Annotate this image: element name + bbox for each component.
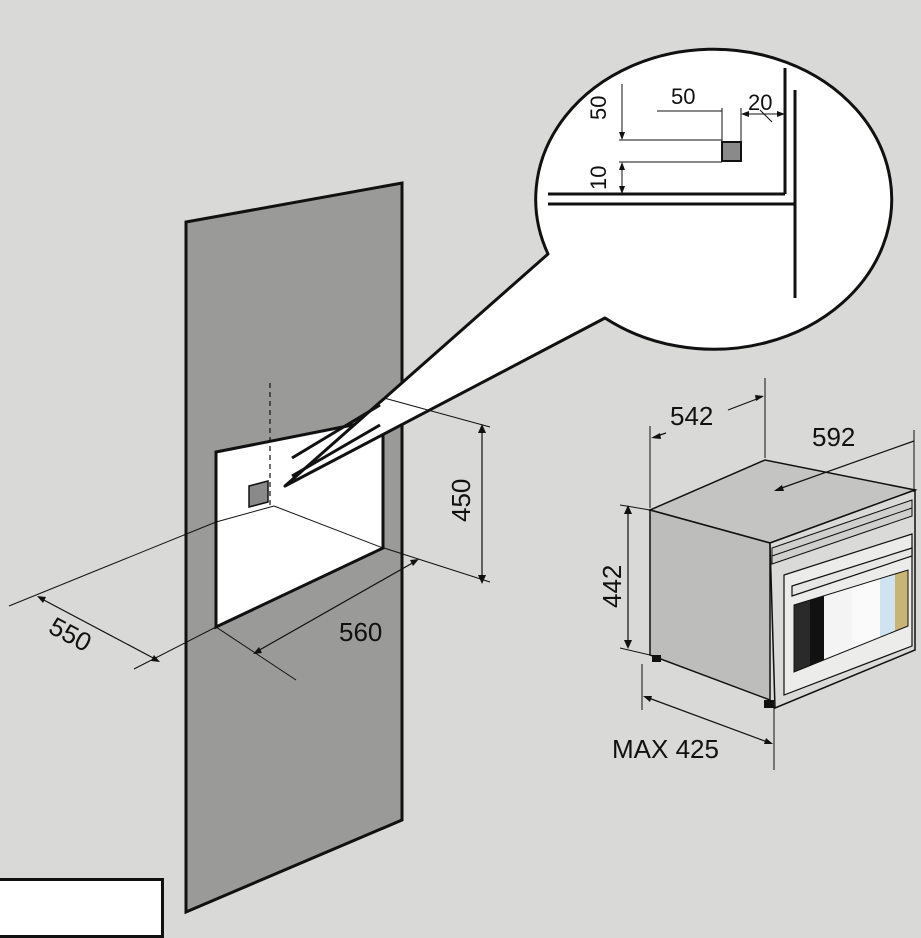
oven-dim-max-425: MAX 425 xyxy=(612,734,719,764)
niche-dim-560: 560 xyxy=(339,617,382,647)
oven-dimensions xyxy=(619,378,915,770)
oven-dim-592: 592 xyxy=(812,422,855,452)
niche-dim-550: 550 xyxy=(44,611,96,658)
niche-opening xyxy=(214,383,385,630)
detail-dim-20: 20 xyxy=(748,90,772,115)
label-box xyxy=(0,878,164,938)
oven-dim-542: 542 xyxy=(670,401,713,431)
detail-dim-50-horizontal: 50 xyxy=(671,84,695,109)
oven xyxy=(647,459,918,710)
detail-callout: 50 10 50 20 xyxy=(283,47,894,488)
detail-dim-50-vertical: 50 xyxy=(586,96,611,120)
socket-square xyxy=(721,141,742,162)
oven-dim-442: 442 xyxy=(597,565,627,608)
detail-drawing xyxy=(548,68,797,298)
niche-dim-450: 450 xyxy=(446,479,476,522)
niche-dimensions xyxy=(8,397,491,681)
detail-dim-10: 10 xyxy=(586,166,611,190)
diagram-canvas: 50 10 50 20 450 560 550 xyxy=(8,47,918,915)
installation-diagram: 50 10 50 20 450 560 550 xyxy=(8,47,918,915)
